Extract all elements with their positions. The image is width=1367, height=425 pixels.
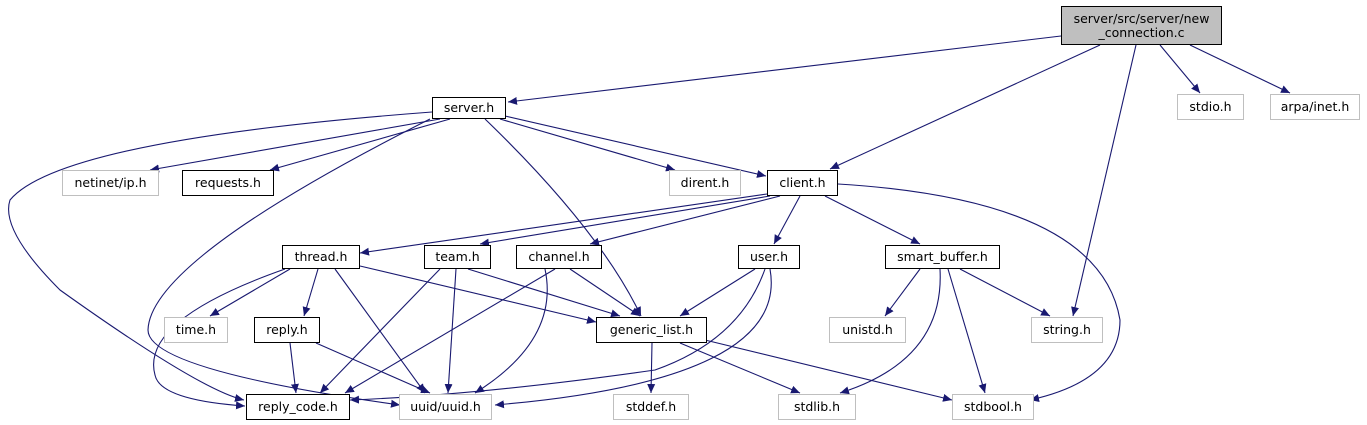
node-channel-h[interactable]: channel.h	[516, 245, 602, 269]
edge-client_h-to-team_h	[479, 195, 771, 247]
edge-channel_h-to-uuid_uuid_h	[474, 268, 548, 394]
edge-server_h-to-uuid_uuid_h	[147, 118, 431, 408]
edge-client_h-to-smart_buffer_h	[824, 195, 921, 245]
node-stdbool-h: stdbool.h	[952, 394, 1034, 420]
node-user-h[interactable]: user.h	[738, 245, 800, 269]
node-time-h: time.h	[164, 317, 228, 343]
edge-root-to-arpa_inet_h	[1189, 44, 1291, 94]
edge-generic_list_h-to-stdbool_h	[704, 339, 953, 402]
node-unistd-h: unistd.h	[829, 317, 906, 343]
edge-client_h-to-stdbool_h	[837, 183, 1121, 402]
node-stddef-h: stddef.h	[613, 394, 689, 420]
edge-thread_h-to-reply_code_h	[153, 268, 286, 410]
edge-thread_h-to-time_h	[209, 268, 291, 317]
root-file-node: server/src/server/new _connection.c	[1061, 6, 1222, 45]
edge-smart_buffer_h-to-stdlib_h	[839, 268, 941, 395]
edge-user_h-to-generic_list_h	[679, 268, 756, 317]
node-stdlib-h: stdlib.h	[778, 394, 856, 420]
root-file-label-line1: server/src/server/new	[1073, 10, 1210, 26]
edge-channel_h-to-generic_list_h	[569, 268, 641, 317]
node-reply-code-h[interactable]: reply_code.h	[246, 394, 350, 420]
node-thread-h[interactable]: thread.h	[282, 245, 360, 269]
edge-thread_h-to-generic_list_h	[359, 265, 597, 324]
root-file-label-line2: _connection.c	[1098, 24, 1185, 40]
edge-reply_h-to-uuid_uuid_h	[315, 342, 431, 394]
node-arpa-inet-h: arpa/inet.h	[1270, 94, 1360, 120]
edge-server_h-to-client_h	[504, 115, 767, 178]
node-netinet-ip-h: netinet/ip.h	[62, 170, 159, 196]
edge-client_h-to-channel_h	[589, 195, 781, 246]
node-requests-h[interactable]: requests.h	[182, 170, 274, 196]
edge-server_h-to-requests_h	[269, 118, 451, 172]
node-uuid-uuid-h: uuid/uuid.h	[399, 394, 492, 420]
node-smart-buffer-h[interactable]: smart_buffer.h	[885, 245, 1000, 269]
node-server-h[interactable]: server.h	[432, 97, 506, 119]
edge-generic_list_h-to-stddef_h	[647, 342, 656, 394]
edge-server_h-to-netinet_ip_h	[149, 118, 441, 173]
edge-smart_buffer_h-to-unistd_h	[884, 268, 921, 317]
node-stdio-h: stdio.h	[1177, 94, 1244, 120]
edge-root-to-client_h	[829, 44, 1101, 170]
node-string-h: string.h	[1031, 317, 1103, 343]
edge-server_h-to-reply_code_h	[8, 111, 433, 402]
edge-root-to-string_h	[1071, 44, 1137, 317]
edge-smart_buffer_h-to-stdbool_h	[947, 268, 987, 394]
edge-team_h-to-uuid_uuid_h	[444, 268, 457, 394]
edge-root-to-stdio_h	[1159, 44, 1201, 94]
node-client-h[interactable]: client.h	[767, 170, 838, 196]
edge-generic_list_h-to-stdlib_h	[679, 342, 801, 394]
edge-channel_h-to-reply_code_h	[344, 268, 556, 394]
edge-server_h-to-generic_list_h	[484, 118, 642, 317]
edge-reply_h-to-reply_code_h	[289, 342, 299, 394]
node-generic-list-h[interactable]: generic_list.h	[596, 317, 707, 343]
edge-root-to-server_h	[507, 35, 1062, 105]
node-team-h[interactable]: team.h	[424, 245, 491, 269]
node-dirent-h: dirent.h	[669, 170, 741, 196]
edge-team_h-to-reply_code_h	[319, 268, 441, 394]
edge-team_h-to-generic_list_h	[467, 268, 621, 318]
edge-smart_buffer_h-to-string_h	[959, 268, 1051, 317]
edge-thread_h-to-reply_h	[302, 268, 319, 317]
edge-user_h-to-uuid_uuid_h	[494, 268, 772, 409]
node-reply-h[interactable]: reply.h	[254, 317, 320, 343]
edge-client_h-to-thread_h	[359, 193, 768, 256]
edge-client_h-to-user_h	[773, 195, 801, 245]
edge-server_h-to-dirent_h	[499, 118, 676, 172]
